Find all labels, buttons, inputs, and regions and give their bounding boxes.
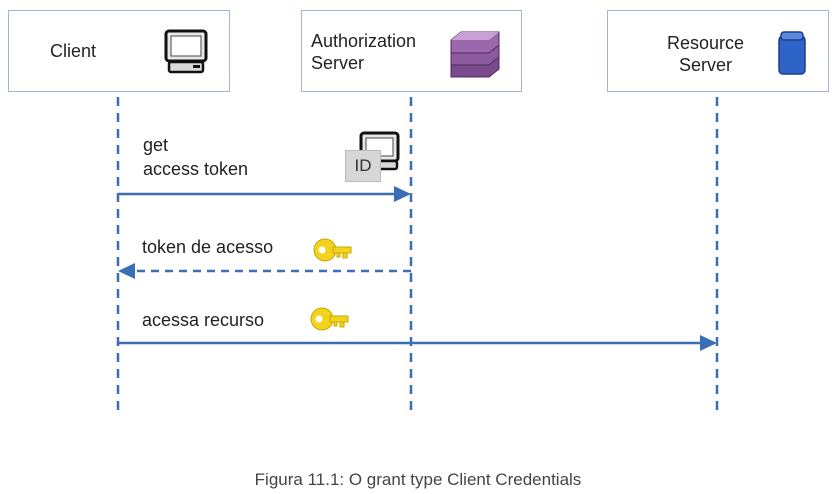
message-acessa-recurso-arrow	[118, 335, 717, 351]
key-icon	[313, 238, 352, 262]
participant-resource-label: Resource Server	[667, 33, 745, 75]
computer-icon	[164, 29, 208, 74]
id-badge: ID	[345, 150, 381, 182]
message-get-access-token-label: get access token	[143, 135, 249, 179]
message-get-access-token-arrow	[118, 186, 411, 202]
message-token-de-acesso-arrow	[118, 263, 411, 279]
server-stack-icon	[450, 31, 500, 78]
database-icon	[778, 31, 806, 75]
key-icon	[310, 307, 349, 331]
message-acessa-recurso-label: acessa recurso	[142, 310, 265, 330]
participant-client-label: Client	[50, 41, 97, 61]
figure-caption: Figura 11.1: O grant type Client Credent…	[254, 470, 582, 489]
participant-auth-label: Authorization Server	[311, 31, 417, 73]
message-token-de-acesso-label: token de acesso	[142, 237, 274, 257]
